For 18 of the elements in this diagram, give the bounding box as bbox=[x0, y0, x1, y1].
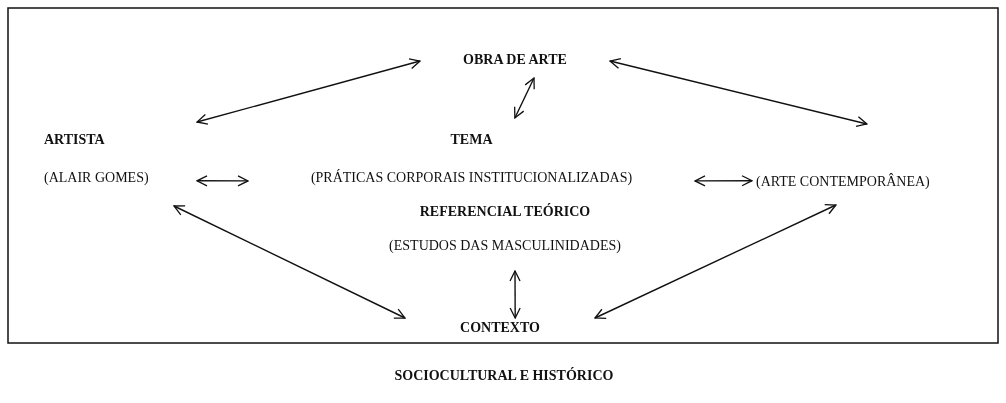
caption-text: SOCIOCULTURAL E HISTÓRICO bbox=[394, 368, 614, 384]
node-heading: OBRA DE ARTE bbox=[463, 52, 567, 68]
node-subtitle: (ESTUDOS DAS MASCULINIDADES) bbox=[389, 238, 621, 254]
double-headed-arrow bbox=[514, 77, 535, 119]
double-headed-arrow bbox=[196, 175, 249, 187]
double-headed-arrow bbox=[173, 205, 406, 319]
node-subtitle: (ARTE CONTEMPORÂNEA) bbox=[756, 174, 930, 190]
double-headed-arrow bbox=[694, 175, 753, 187]
node-heading: CONTEXTO bbox=[460, 320, 540, 336]
node-heading: ARTISTA bbox=[44, 132, 105, 148]
double-headed-arrow bbox=[196, 58, 421, 125]
node-heading: TEMA bbox=[450, 132, 493, 148]
node-subtitle: (ALAIR GOMES) bbox=[44, 170, 149, 186]
double-headed-arrow bbox=[509, 270, 521, 319]
node-subtitle: (PRÁTICAS CORPORAIS INSTITUCIONALIZADAS) bbox=[310, 170, 633, 186]
double-headed-arrow bbox=[594, 204, 837, 319]
double-headed-arrow bbox=[609, 57, 868, 128]
node-heading: REFERENCIAL TEÓRICO bbox=[419, 204, 591, 220]
